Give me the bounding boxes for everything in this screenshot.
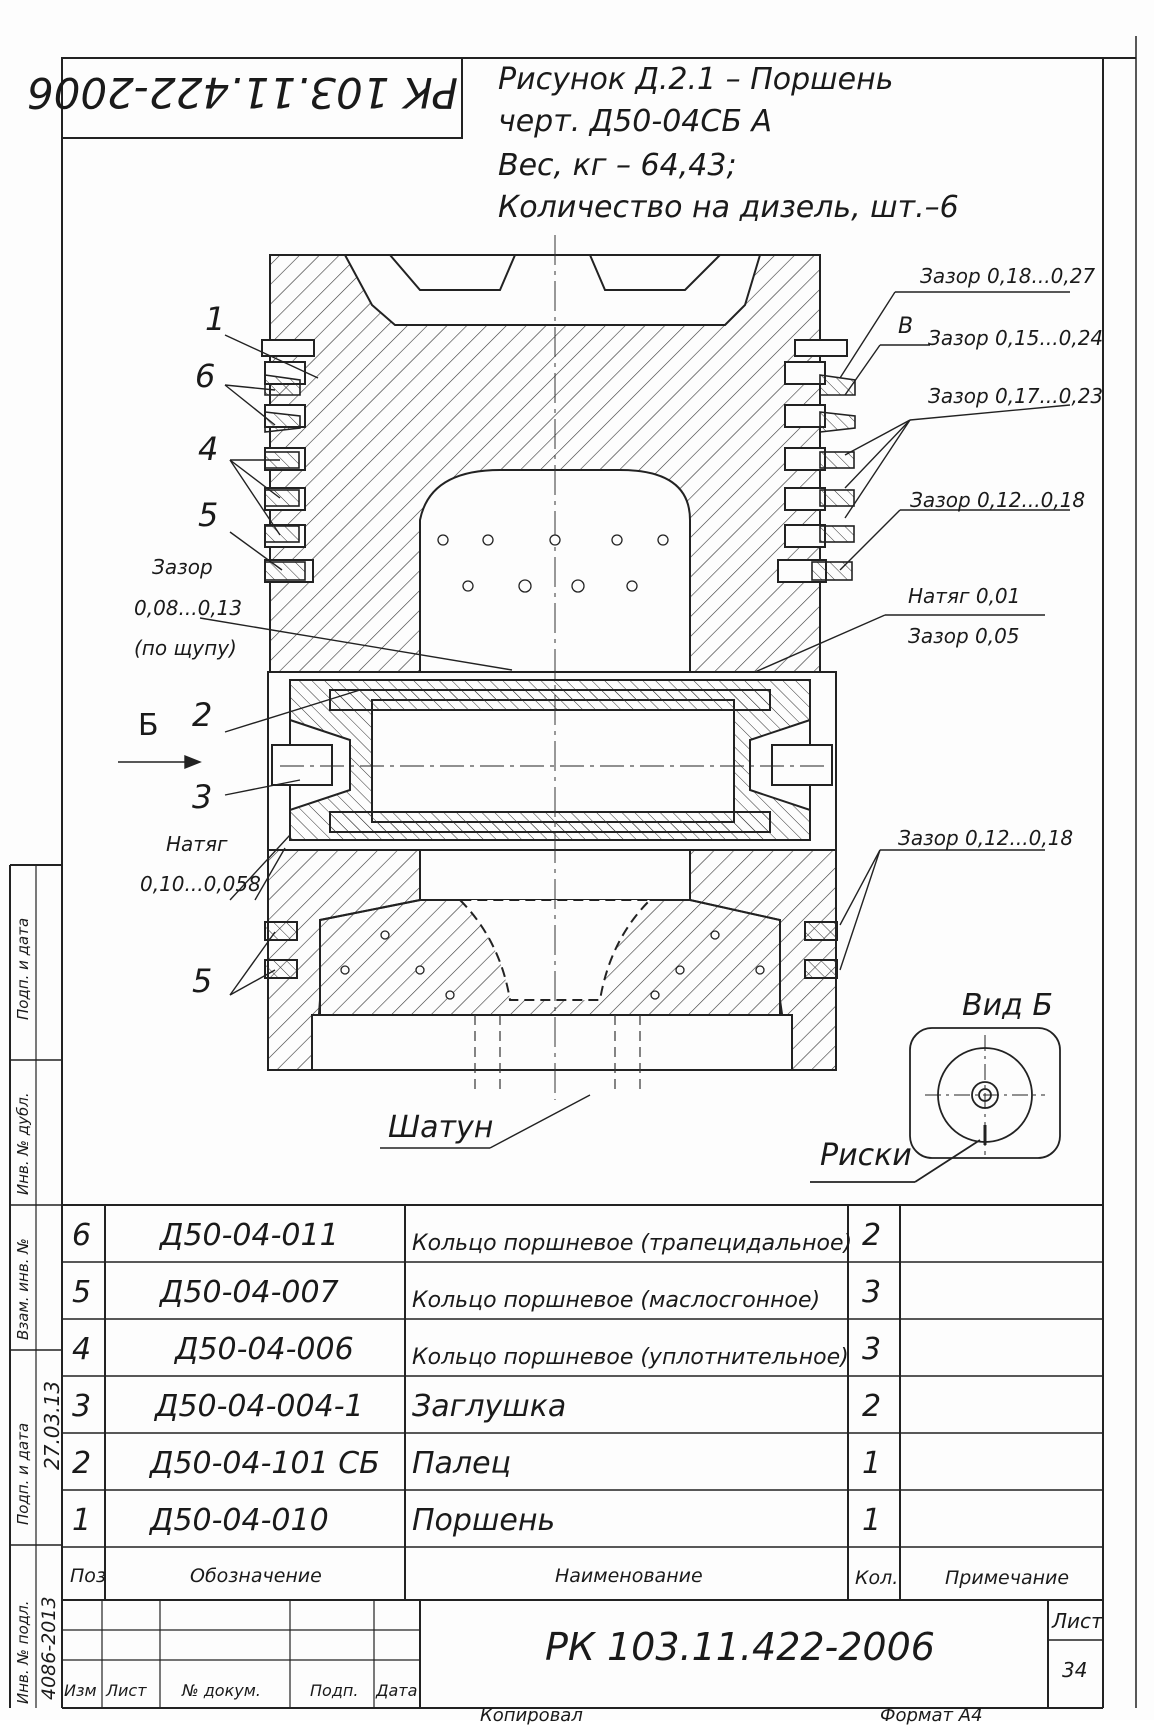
view-b-letter: Б xyxy=(138,708,159,743)
natyag-left-value: 0,10...0,058 xyxy=(140,872,261,896)
row-qty: 2 xyxy=(862,1217,882,1253)
leaders-right xyxy=(380,291,1071,1149)
row-pos: 5 xyxy=(72,1274,92,1310)
row-code: Д50-04-011 xyxy=(160,1217,339,1253)
side-label-podp-1: Подп. и дата xyxy=(14,917,32,1020)
callout-zazor-2: Зазор 0,15...0,24 xyxy=(928,326,1104,350)
figure-drawing: черт. Д50-04СБ А xyxy=(498,104,772,139)
callout-3: 3 xyxy=(192,778,213,816)
header-pos: Поз xyxy=(70,1565,107,1587)
callout-zazor-3: Зазор 0,17...0,23 xyxy=(928,384,1104,408)
zazor-probe-label: Зазор xyxy=(152,555,213,579)
callout-zazor-5: Зазор 0,05 xyxy=(908,624,1020,648)
tb-sheet-label: Лист xyxy=(1052,1609,1103,1633)
tb-date: Дата xyxy=(376,1680,418,1700)
tb-list: Лист xyxy=(106,1680,147,1700)
row-code: Д50-04-004-1 xyxy=(155,1388,364,1424)
figure-weight: Вес, кг – 64,43; xyxy=(498,148,737,183)
row-pos: 3 xyxy=(72,1388,92,1424)
view-b-title: Вид Б xyxy=(962,988,1053,1023)
zazor-probe-value: 0,08...0,13 xyxy=(134,596,243,620)
callout-5-top: 5 xyxy=(198,496,219,534)
side-label-vzam: Взам. инв. № xyxy=(14,1238,32,1340)
row-pos: 1 xyxy=(72,1502,92,1538)
oil-holes xyxy=(340,534,765,1000)
row-pos: 4 xyxy=(72,1331,92,1367)
figure-quantity: Количество на дизель, шт.–6 xyxy=(498,190,959,225)
leaders-left xyxy=(118,334,513,996)
tb-doc: № докум. xyxy=(182,1680,261,1700)
header-note: Примечание xyxy=(945,1567,1070,1589)
side-label-podp-2: Подп. и дата xyxy=(14,1422,32,1525)
callout-v-letter: В xyxy=(898,314,914,339)
header-code: Обозначение xyxy=(190,1565,322,1587)
row-code: Д50-04-101 СБ xyxy=(150,1445,380,1481)
piston-rings xyxy=(264,374,856,581)
row-qty: 2 xyxy=(862,1388,882,1424)
piston-skirt xyxy=(264,849,838,1071)
callout-2: 2 xyxy=(192,696,213,734)
tb-izm: Изм xyxy=(64,1680,97,1700)
callout-5-bottom: 5 xyxy=(192,962,213,1000)
header-qty: Кол. xyxy=(855,1567,899,1589)
row-code: Д50-04-010 xyxy=(150,1502,329,1538)
row-code: Д50-04-006 xyxy=(175,1331,354,1367)
row-name: Заглушка xyxy=(412,1388,567,1424)
row-code: Д50-04-007 xyxy=(160,1274,339,1310)
side-label-inv-dubl: Инв. № дубл. xyxy=(14,1092,32,1195)
callout-4: 4 xyxy=(198,430,219,468)
row-name: Палец xyxy=(412,1445,511,1481)
tb-doc-code: РК 103.11.422-2006 xyxy=(545,1625,935,1669)
callout-zazor-1: Зазор 0,18...0,27 xyxy=(920,264,1096,288)
tb-format: Формат А4 xyxy=(880,1704,983,1726)
row-name: Поршень xyxy=(412,1502,556,1538)
callout-natyag: Натяг 0,01 xyxy=(908,584,1021,608)
row-qty: 3 xyxy=(862,1274,882,1310)
riski-label: Риски xyxy=(820,1138,912,1173)
row-pos: 6 xyxy=(72,1217,92,1253)
spec-grid xyxy=(62,1204,1103,1708)
row-pos: 2 xyxy=(72,1445,92,1481)
zazor-probe-note: (по щупу) xyxy=(134,636,237,660)
side-signature-date: 27.03.13 xyxy=(40,1380,64,1470)
piston-pin xyxy=(267,671,837,851)
side-label-inv-podl: Инв. № подл. xyxy=(14,1600,32,1704)
connecting-rod xyxy=(474,1015,641,1095)
shatun-label: Шатун xyxy=(388,1110,494,1145)
callout-zazor-6: Зазор 0,12...0,18 xyxy=(898,826,1074,850)
piston-body xyxy=(261,254,848,673)
figure-caption: Рисунок Д.2.1 – Поршень xyxy=(498,62,894,97)
row-name: Кольцо поршневое (трапецидальное) xyxy=(412,1230,853,1256)
page-frame xyxy=(9,36,1137,1709)
row-qty: 1 xyxy=(862,1445,882,1481)
view-b xyxy=(810,1027,1061,1183)
natyag-left-label: Натяг xyxy=(166,832,228,856)
row-qty: 3 xyxy=(862,1331,882,1367)
row-name: Кольцо поршневое (уплотнительное) xyxy=(412,1344,849,1370)
row-name: Кольцо поршневое (маслосгонное) xyxy=(412,1287,821,1313)
tb-podp: Подп. xyxy=(310,1680,359,1700)
callout-zazor-4: Зазор 0,12...0,18 xyxy=(910,488,1086,512)
tb-sheet-number: 34 xyxy=(1062,1658,1088,1682)
tb-copied: Копировал xyxy=(480,1704,583,1726)
callout-1: 1 xyxy=(205,300,226,338)
row-qty: 1 xyxy=(862,1502,882,1538)
doc-code-rotated: РК 103.11.422-2006 xyxy=(26,68,458,117)
callout-6: 6 xyxy=(195,357,216,395)
side-inv-number: 4086-2013 xyxy=(38,1596,60,1700)
header-name: Наименование xyxy=(555,1565,703,1587)
